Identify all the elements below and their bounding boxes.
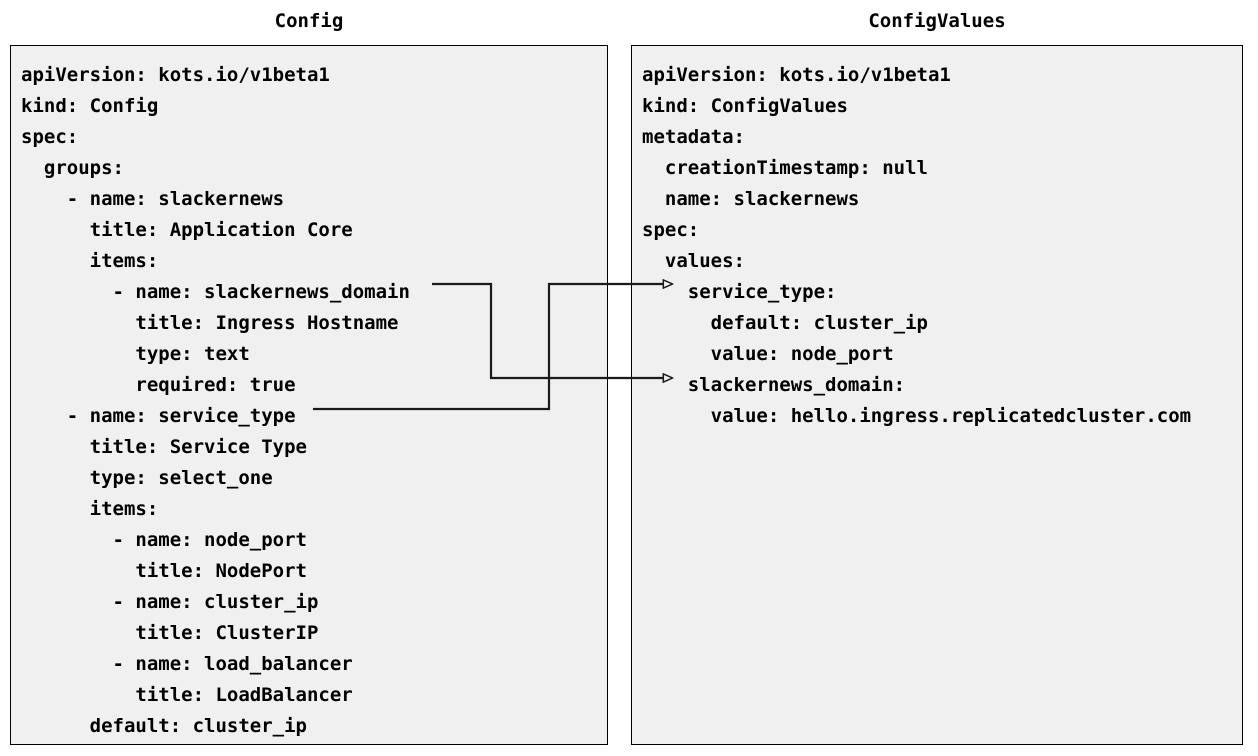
config-panel-title: Config: [274, 10, 344, 32]
configvalues-yaml-code: apiVersion: kots.io/v1beta1 kind: Config…: [642, 64, 1192, 427]
config-panel: apiVersion: kots.io/v1beta1 kind: Config…: [10, 45, 608, 745]
configvalues-panel-title: ConfigValues: [868, 10, 1006, 32]
configvalues-panel: apiVersion: kots.io/v1beta1 kind: Config…: [631, 45, 1243, 745]
config-yaml-code: apiVersion: kots.io/v1beta1 kind: Config…: [21, 64, 410, 737]
